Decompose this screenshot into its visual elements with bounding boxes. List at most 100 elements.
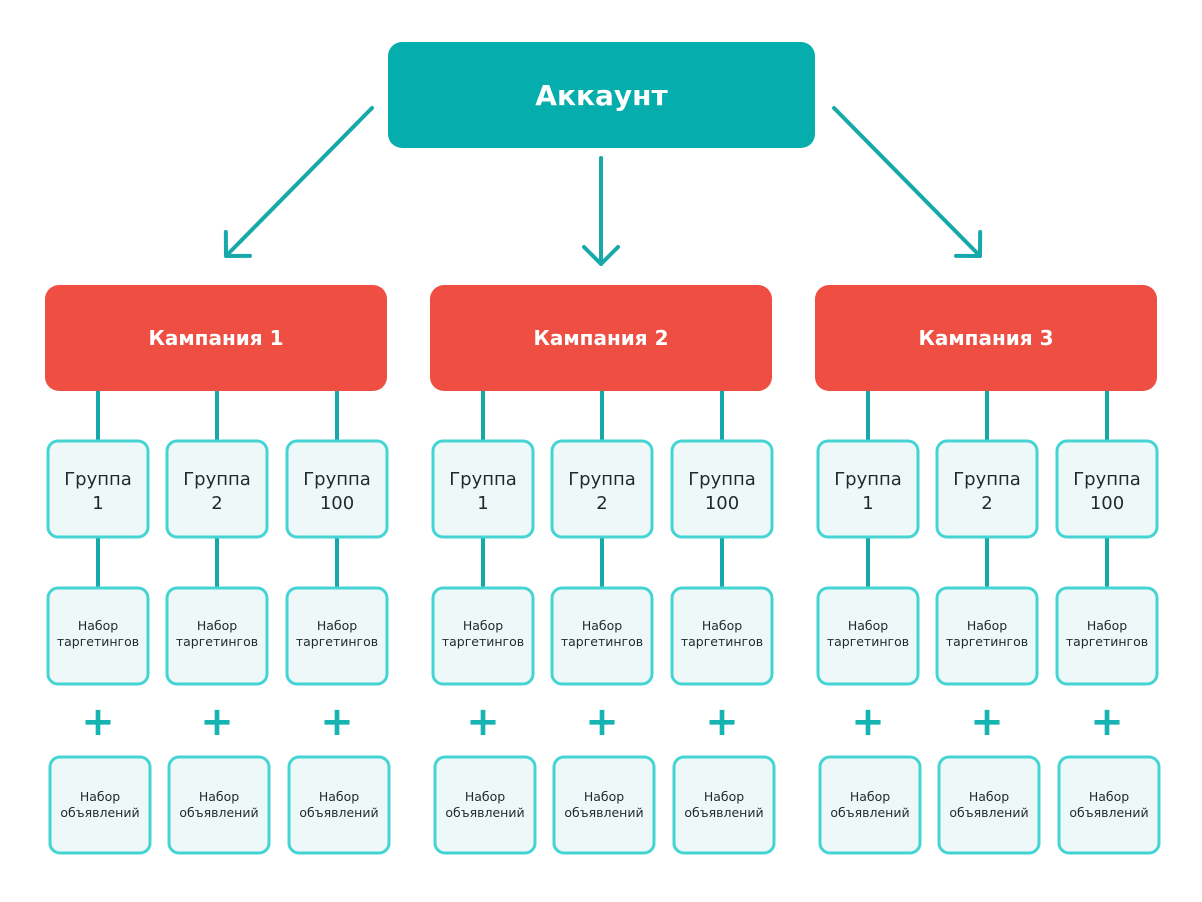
campaign-label: Кампания 1 [148,326,283,350]
group-label-number: 2 [211,493,222,514]
plus-sign: + [705,699,739,745]
connectors [96,106,1109,588]
arrow-to-campaign-3-head [954,230,983,258]
ads-label-line-2: объявлений [830,805,909,820]
ad-set-node [433,755,537,855]
targeting-set-node [550,586,654,686]
campaign-label: Кампания 3 [918,326,1053,350]
ads-label-line-2: объявлений [179,805,258,820]
group-label-title: Группа [449,469,517,490]
targeting-label-line-1: Набор [967,618,1007,633]
ads-label-line-1: Набор [319,789,359,804]
group-label-title: Группа [303,469,371,490]
group-label-number: 100 [705,493,739,514]
group-label-title: Группа [834,469,902,490]
group-label-number: 100 [1090,493,1124,514]
targeting-set-node [816,586,920,686]
targeting-set-node [935,586,1039,686]
group-node [670,439,774,539]
ad-set-node [1057,755,1161,855]
ads-label-line-1: Набор [199,789,239,804]
ads-label-line-2: объявлений [445,805,524,820]
ad-set-node [818,755,922,855]
arrow-to-campaign-1-shaft [224,106,374,258]
ad-set-node [552,755,656,855]
campaign-node [45,285,387,391]
campaign-node [430,285,772,391]
group-node [550,439,654,539]
arrow-to-campaign-2-head [582,245,620,266]
ads-label-line-2: объявлений [1069,805,1148,820]
ads-label-line-1: Набор [704,789,744,804]
targeting-label-line-1: Набор [1087,618,1127,633]
targeting-label-line-2: таргетингов [561,634,643,649]
ad-set-node [167,755,271,855]
group-label-title: Группа [1073,469,1141,490]
plus-sign: + [851,699,885,745]
group-label-number: 1 [862,493,873,514]
targeting-label-line-1: Набор [702,618,742,633]
ads-label-line-2: объявлений [684,805,763,820]
account-node [388,42,815,148]
group-node [285,439,389,539]
arrow-to-campaign-3-shaft [832,106,982,258]
group-label-title: Группа [568,469,636,490]
targeting-label-line-2: таргетингов [442,634,524,649]
targeting-label-line-1: Набор [197,618,237,633]
ads-label-line-1: Набор [584,789,624,804]
group-label-number: 2 [981,493,992,514]
targeting-set-node [1055,586,1159,686]
targeting-set-node [670,586,774,686]
group-label-number: 2 [596,493,607,514]
ad-set-node [287,755,391,855]
targeting-set-node [165,586,269,686]
plus-sign: + [200,699,234,745]
ads-label-line-1: Набор [850,789,890,804]
ads-label-line-2: объявлений [299,805,378,820]
group-label-number: 100 [320,493,354,514]
nodes: АккаунтГруппа1Набортаргетингов+Наборобъя… [45,42,1161,855]
targeting-label-line-2: таргетингов [1066,634,1148,649]
plus-sign: + [320,699,354,745]
plus-sign: + [1090,699,1124,745]
targeting-label-line-2: таргетингов [176,634,258,649]
group-node [165,439,269,539]
targeting-label-line-1: Набор [848,618,888,633]
campaign-label: Кампания 2 [533,326,668,350]
targeting-label-line-2: таргетингов [57,634,139,649]
targeting-label-line-1: Набор [78,618,118,633]
group-label-title: Группа [183,469,251,490]
ads-label-line-2: объявлений [60,805,139,820]
ads-label-line-1: Набор [969,789,1009,804]
ads-label-line-2: объявлений [949,805,1028,820]
account-label: Аккаунт [535,79,668,112]
targeting-label-line-2: таргетингов [827,634,909,649]
arrow-to-campaign-1-head [223,230,252,258]
group-node [46,439,150,539]
campaign-node [815,285,1157,391]
ads-label-line-1: Набор [465,789,505,804]
targeting-label-line-2: таргетингов [946,634,1028,649]
plus-sign: + [585,699,619,745]
group-label-title: Группа [953,469,1021,490]
ads-label-line-2: объявлений [564,805,643,820]
group-label-title: Группа [688,469,756,490]
group-node [935,439,1039,539]
plus-sign: + [81,699,115,745]
targeting-set-node [431,586,535,686]
ads-label-line-1: Набор [1089,789,1129,804]
targeting-label-line-2: таргетингов [681,634,763,649]
targeting-label-line-2: таргетингов [296,634,378,649]
ads-label-line-1: Набор [80,789,120,804]
group-label-number: 1 [477,493,488,514]
ad-set-node [48,755,152,855]
targeting-label-line-1: Набор [317,618,357,633]
plus-sign: + [466,699,500,745]
group-node [1055,439,1159,539]
targeting-label-line-1: Набор [582,618,622,633]
ad-set-node [937,755,1041,855]
ad-set-node [672,755,776,855]
targeting-label-line-1: Набор [463,618,503,633]
targeting-set-node [46,586,150,686]
group-node [816,439,920,539]
